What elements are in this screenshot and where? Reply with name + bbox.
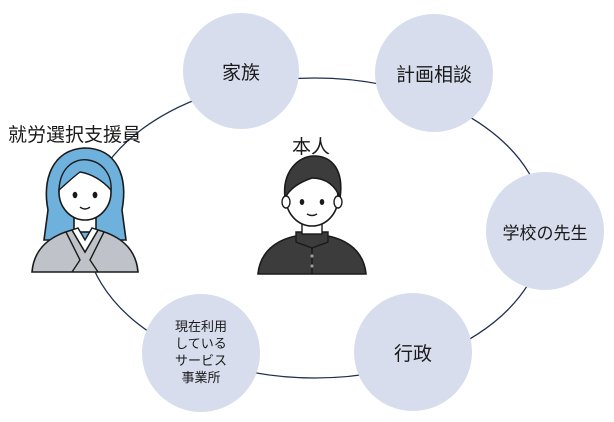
node-family: 家族 — [183, 13, 299, 129]
node-planning-consultation: 計画相談 — [375, 14, 493, 132]
node-family-label: 家族 — [221, 61, 260, 84]
node-current-service: 現在利用 している サービス 事業所 — [142, 294, 260, 412]
node-admin-label: 行政 — [393, 342, 432, 365]
center-person-figure — [257, 155, 367, 275]
support-worker-figure — [31, 147, 139, 273]
node-school-label: 学校の先生 — [502, 223, 588, 244]
node-school-teacher: 学校の先生 — [486, 172, 604, 290]
support-worker-label: 就労選択支援員 — [8, 124, 142, 146]
node-planning-label: 計画相談 — [395, 63, 472, 86]
node-administration: 行政 — [354, 293, 472, 411]
node-service-label: 現在利用 している サービス 事業所 — [174, 320, 227, 386]
center-person-label: 本人 — [292, 136, 331, 158]
